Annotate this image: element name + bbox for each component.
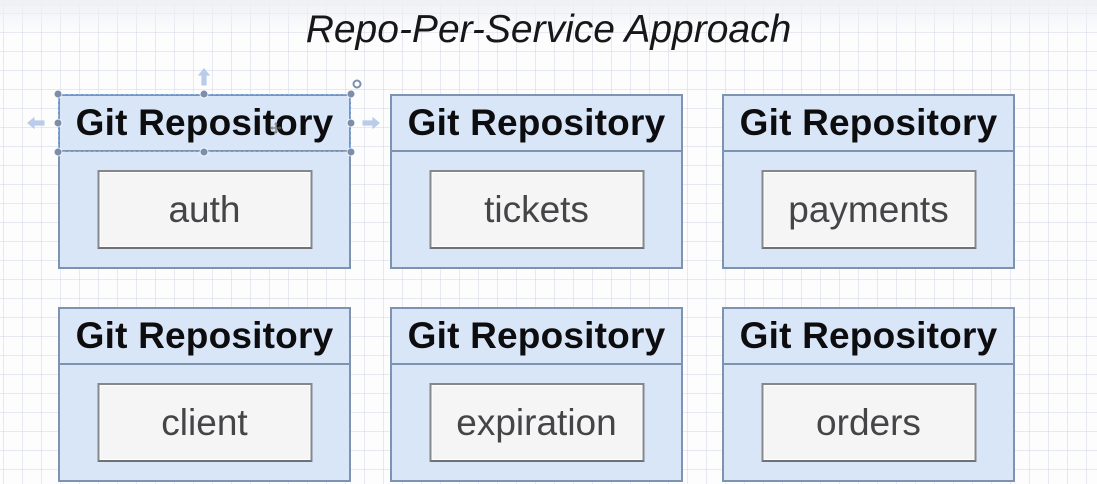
repo-card-expiration[interactable]: Git Repository expiration [390,307,683,482]
selection-handle[interactable] [347,90,355,98]
direction-arrow-right-icon[interactable] [362,116,380,130]
service-box-client[interactable]: client [97,383,312,462]
move-cursor-icon [270,122,282,134]
repo-card-auth[interactable]: Git Repository auth [27,68,380,269]
selection-handle[interactable] [200,90,208,98]
repo-card-header[interactable]: Git Repository [724,96,1013,152]
service-label: client [161,401,248,443]
service-label: expiration [456,401,617,443]
repo-card-header[interactable]: Git Repository [392,309,681,365]
selection-handle[interactable] [347,119,355,127]
repo-card-header-label: Git Repository [739,315,998,356]
selection-handle[interactable] [54,90,62,98]
service-box-payments[interactable]: payments [761,170,976,249]
service-label: payments [788,188,949,230]
service-box-tickets[interactable]: tickets [429,170,644,249]
repo-card-header[interactable]: Git Repository [392,96,681,152]
repo-card-header[interactable]: Git Repository [60,96,349,152]
repo-card-header-label: Git Repository [739,102,998,143]
service-label: tickets [484,188,589,230]
direction-arrow-up-icon[interactable] [197,68,211,86]
repo-card-header[interactable]: Git Repository [60,309,349,365]
repo-card-header-label: Git Repository [407,315,666,356]
direction-arrow-left-icon[interactable] [27,116,45,130]
rotation-handle-icon[interactable] [352,79,362,89]
repo-card-payments[interactable]: Git Repository payments [722,94,1015,269]
diagram-title[interactable]: Repo-Per-Service Approach [305,8,792,51]
repo-card-tickets[interactable]: Git Repository tickets [390,94,683,269]
repo-card-header-label: Git Repository [407,102,666,143]
service-label: orders [816,401,921,443]
repo-card-header-label: Git Repository [75,102,334,143]
repo-card-header[interactable]: Git Repository [724,309,1013,365]
service-box-auth[interactable]: auth [97,170,312,249]
repo-card-header-label: Git Repository [75,315,334,356]
service-label: auth [168,188,241,230]
selection-handle[interactable] [200,148,208,156]
selection-handle[interactable] [54,148,62,156]
repo-card-orders[interactable]: Git Repository orders [722,307,1015,482]
selection-handle[interactable] [347,148,355,156]
service-box-expiration[interactable]: expiration [429,383,644,462]
repo-card-client[interactable]: Git Repository client [58,307,351,482]
service-box-orders[interactable]: orders [761,383,976,462]
selection-handle[interactable] [54,119,62,127]
